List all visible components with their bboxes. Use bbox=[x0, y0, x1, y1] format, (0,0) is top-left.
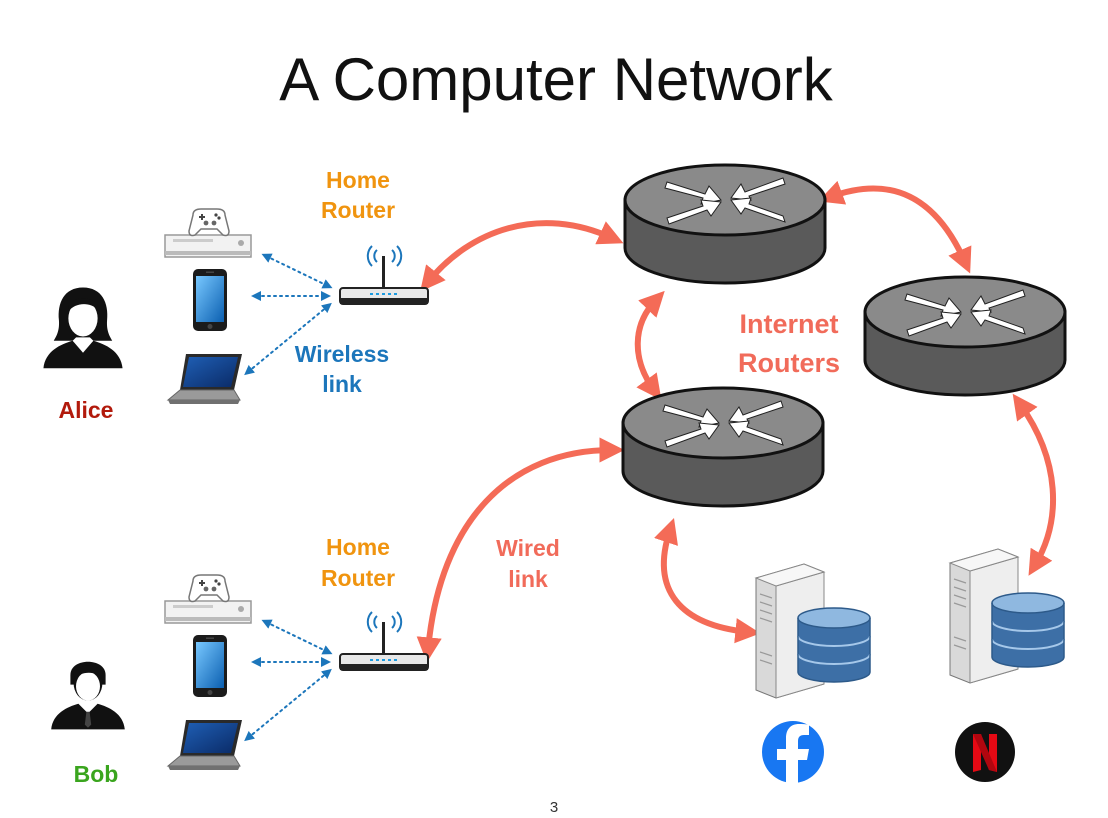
link-home-router-alice-to-internet bbox=[420, 220, 624, 292]
bob-label: Bob bbox=[74, 761, 119, 787]
home-router-label-line2: Router bbox=[321, 197, 395, 223]
facebook-logo bbox=[762, 721, 824, 784]
page-number: 3 bbox=[550, 799, 558, 816]
link-internet-router-3-to-facebook bbox=[654, 518, 761, 644]
woman-user-icon bbox=[43, 287, 123, 369]
link-home-router-bob-to-internet bbox=[416, 437, 625, 663]
laptop-icon bbox=[167, 353, 243, 405]
network-router-icon bbox=[621, 386, 825, 508]
wired-link-label-line2: link bbox=[508, 566, 548, 592]
server-database-icon bbox=[949, 548, 1065, 684]
internet-routers-label-line1: Internet bbox=[739, 309, 838, 339]
laptop-icon bbox=[167, 719, 243, 771]
server-database-icon bbox=[755, 563, 871, 699]
alice-label: Alice bbox=[59, 397, 114, 423]
wireless-links bbox=[244, 253, 333, 742]
wireless-link-label-line1: Wireless bbox=[295, 341, 389, 367]
wifi-router-icon bbox=[339, 245, 429, 305]
wired-link-label-line1: Wired bbox=[496, 535, 560, 561]
wifi-router-icon bbox=[339, 611, 429, 671]
game-console-icon bbox=[164, 574, 252, 624]
network-router-icon bbox=[863, 275, 1067, 397]
man-user-icon bbox=[51, 661, 125, 730]
link-internet-router-1-to-3 bbox=[634, 290, 665, 401]
wired-links bbox=[416, 180, 1057, 663]
home-router-label-line1: Home bbox=[326, 534, 390, 560]
wireless-link-label-line2: link bbox=[322, 371, 362, 397]
home-router-label-line2: Router bbox=[321, 565, 395, 591]
smartphone-icon bbox=[193, 635, 227, 697]
netflix-logo bbox=[955, 722, 1015, 782]
link-internet-router-2-to-netflix bbox=[1012, 393, 1057, 576]
internet-routers-label-line2: Routers bbox=[738, 348, 840, 378]
network-router-icon bbox=[623, 163, 827, 285]
link-internet-router-1-to-2 bbox=[818, 180, 972, 274]
smartphone-icon bbox=[193, 269, 227, 331]
home-router-label-line1: Home bbox=[326, 167, 390, 193]
page-title: A Computer Network bbox=[279, 46, 834, 113]
game-console-icon bbox=[164, 208, 252, 258]
